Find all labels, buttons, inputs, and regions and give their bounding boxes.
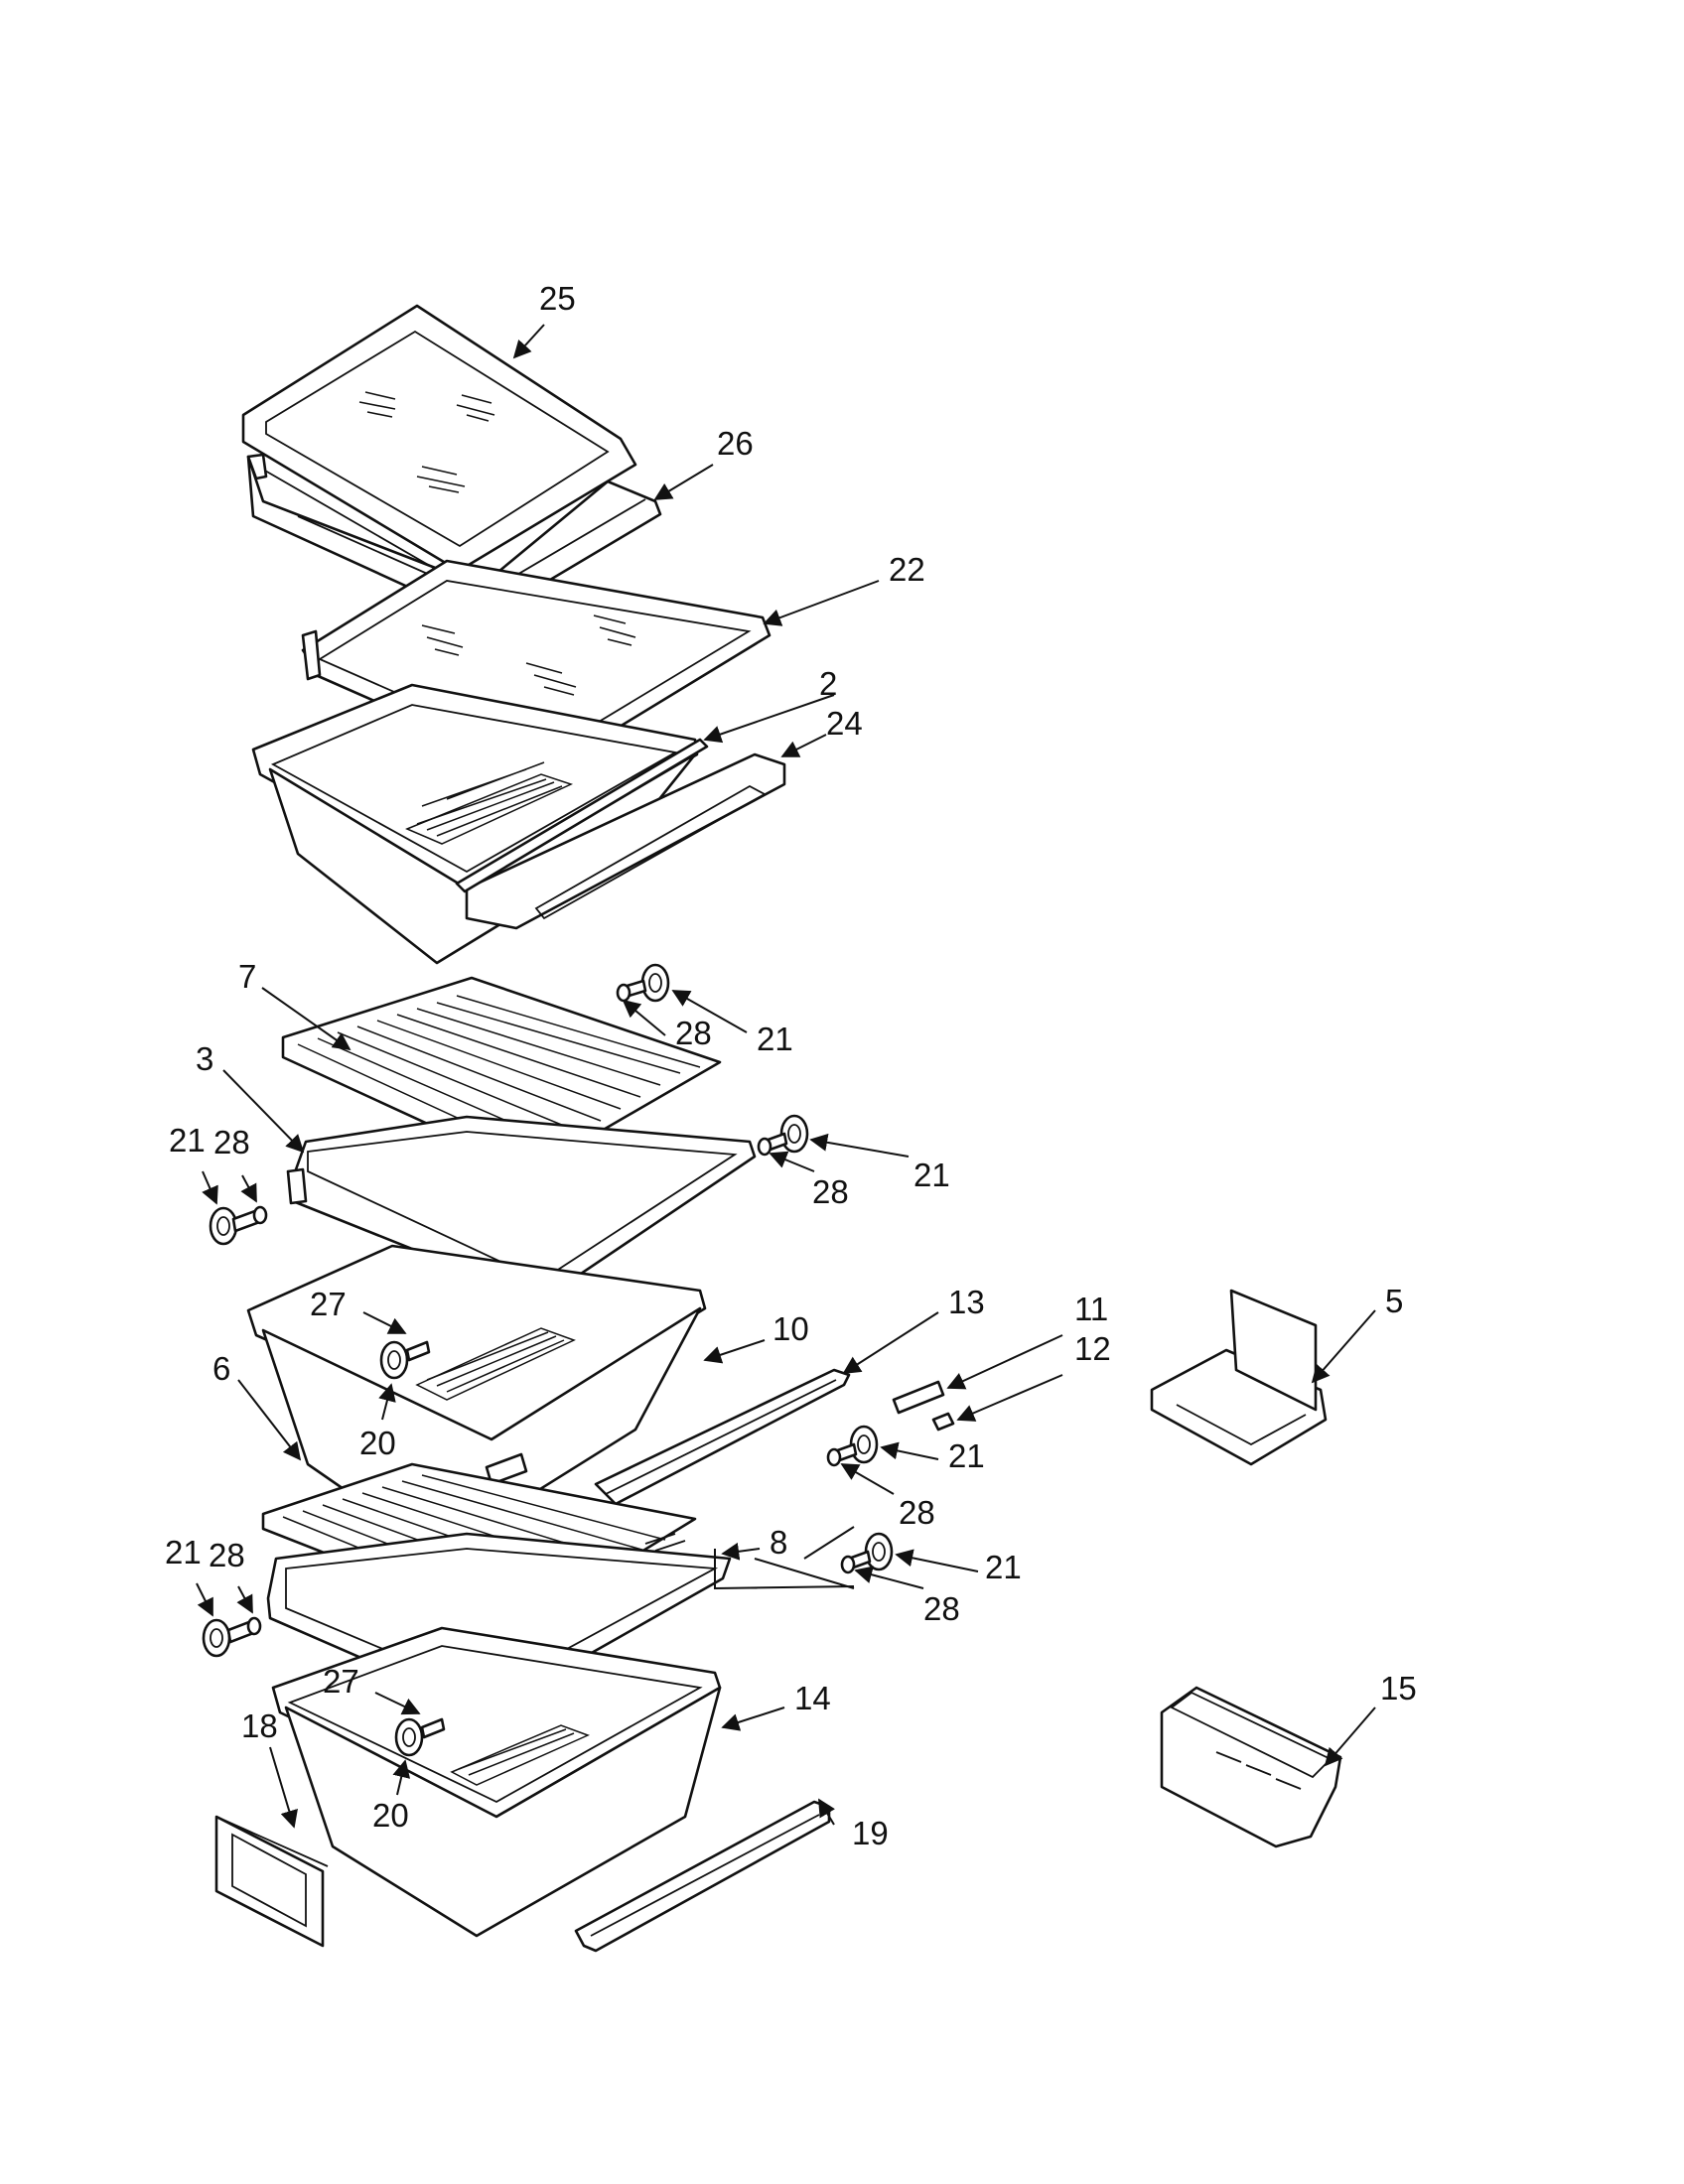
callout-21f: 21 — [165, 1534, 202, 1570]
callout-6: 6 — [212, 1350, 230, 1387]
crisper-bin-14 — [271, 1626, 722, 1938]
callout-21c: 21 — [169, 1122, 206, 1159]
screw-28-d — [826, 1442, 858, 1467]
callout-20a: 20 — [359, 1425, 396, 1461]
screw-27-a — [405, 1340, 431, 1362]
callout-19: 19 — [852, 1815, 889, 1851]
callout-labels: 25 26 22 2 24 7 28 21 3 21 28 21 28 27 2… — [165, 280, 1417, 1851]
crisper-vent-grille-2 — [415, 1327, 576, 1401]
callout-11: 11 — [1074, 1291, 1108, 1327]
callout-28f: 28 — [209, 1537, 245, 1573]
callout-28a: 28 — [675, 1015, 712, 1051]
clip-11 — [892, 1380, 945, 1415]
screw-28-e — [840, 1550, 872, 1574]
support-bracket-lines — [714, 1526, 855, 1590]
wire-shelf-7 — [281, 976, 722, 1173]
callout-21a: 21 — [757, 1021, 793, 1057]
callout-5: 5 — [1385, 1283, 1403, 1319]
callout-27b: 27 — [323, 1663, 359, 1700]
door-bin-15 — [1160, 1686, 1342, 1848]
callout-8: 8 — [770, 1524, 787, 1561]
callout-2: 2 — [819, 665, 837, 702]
leader-lines — [196, 324, 1376, 1829]
crisper-rail-2 — [455, 738, 709, 893]
drawer-front-19 — [574, 1800, 831, 1953]
screw-28-c — [231, 1205, 268, 1233]
screw-28-a — [616, 979, 647, 1003]
callout-28e: 28 — [923, 1590, 960, 1627]
wheel-21-e — [864, 1532, 894, 1571]
callout-24: 24 — [826, 705, 863, 742]
label-18 — [214, 1815, 329, 1948]
callout-14: 14 — [794, 1680, 831, 1716]
callout-21b: 21 — [913, 1157, 950, 1193]
wheel-20-b — [394, 1717, 424, 1757]
wheel-21-d — [849, 1425, 879, 1464]
callout-26: 26 — [717, 425, 754, 462]
slide-12 — [931, 1412, 955, 1432]
drawer-front-13 — [594, 1368, 851, 1506]
callout-27a: 27 — [310, 1286, 347, 1322]
callout-25: 25 — [539, 280, 576, 317]
callout-12: 12 — [1074, 1330, 1111, 1367]
wheel-21-c — [209, 1206, 238, 1246]
glass-shine-marks-2 — [421, 614, 636, 696]
screw-28-f — [226, 1616, 262, 1644]
callout-21d: 21 — [948, 1437, 985, 1474]
callout-22: 22 — [889, 551, 925, 588]
screw-28-b — [757, 1132, 788, 1157]
glass-shine-marks — [358, 391, 495, 493]
callout-20b: 20 — [372, 1797, 409, 1834]
crisper-vent-grille-3 — [450, 1724, 590, 1786]
shelf-frame-3 — [286, 1115, 757, 1302]
callout-28b: 28 — [812, 1173, 849, 1210]
crisper-cover-glass-25 — [241, 304, 637, 573]
wheel-21-a — [640, 963, 670, 1003]
callout-18: 18 — [241, 1707, 278, 1744]
screw-27-b — [420, 1717, 446, 1739]
callout-15: 15 — [1380, 1670, 1417, 1706]
wheel-21-f — [202, 1618, 231, 1658]
callout-3: 3 — [196, 1040, 213, 1077]
drawer-front-24 — [465, 752, 786, 930]
bracket-5 — [1150, 1289, 1328, 1466]
crisper-vent-grille — [405, 761, 574, 845]
callout-21e: 21 — [985, 1549, 1022, 1585]
callout-28d: 28 — [899, 1494, 935, 1531]
crisper-bin-upper — [251, 683, 699, 965]
callout-13: 13 — [948, 1284, 985, 1320]
callout-28c: 28 — [213, 1124, 250, 1160]
callout-7: 7 — [238, 958, 256, 995]
shelf-frame-8 — [266, 1532, 732, 1714]
callout-10: 10 — [772, 1310, 809, 1347]
wheel-20-a — [379, 1340, 409, 1380]
